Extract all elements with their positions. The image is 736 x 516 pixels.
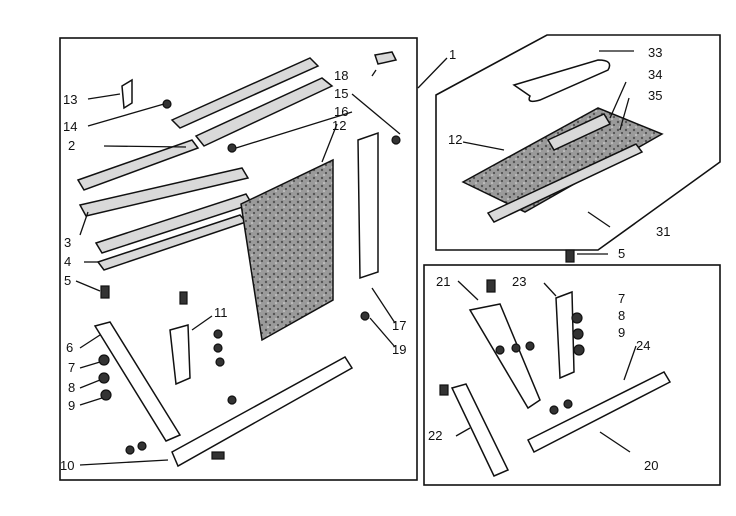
label-part-21: 21 (436, 274, 450, 289)
hardware-nut-b (213, 343, 223, 353)
part-18-block (374, 51, 398, 65)
kit-nut-a (495, 345, 505, 355)
part-7-washer (98, 354, 110, 366)
kit-nut-b (511, 343, 521, 353)
part-10-bottom-rail (171, 356, 354, 468)
kit-nut-e (563, 399, 573, 409)
part-5-bolt (100, 285, 110, 299)
part-35-rail (486, 143, 644, 223)
label-part-24: 24 (636, 338, 650, 353)
part-9-nut (100, 389, 112, 401)
label-part-17: 17 (392, 318, 406, 333)
label-part-9-kit: 9 (618, 325, 625, 340)
part-23-bracket (555, 290, 575, 380)
label-part-34: 34 (648, 67, 662, 82)
part-16-screw (227, 143, 237, 153)
filter-kit-frame (435, 34, 721, 251)
kit-bolt (439, 384, 449, 396)
part-15-screw (391, 135, 401, 145)
hardware-nut-d (227, 395, 237, 405)
part-34-block (546, 113, 612, 151)
part-6-support-arm (93, 321, 182, 442)
label-part-5: 5 (64, 273, 71, 288)
label-part-7-kit: 7 (618, 291, 625, 306)
part-11-bracket (169, 324, 191, 386)
label-part-7: 7 (68, 360, 75, 375)
hardware-kit-frame (423, 264, 721, 486)
label-part-18: 18 (334, 68, 348, 83)
kit-nut-c (525, 341, 535, 351)
label-part-2: 2 (68, 138, 75, 153)
leader-lines (75, 50, 637, 466)
hardware-nut-c (215, 357, 225, 367)
label-part-31: 31 (656, 224, 670, 239)
part-8-washer (98, 372, 110, 384)
part-12-filter-kit (461, 107, 664, 213)
hardware-nut-e (125, 445, 135, 455)
label-part-10: 10 (60, 458, 74, 473)
part-17-side-rail (357, 131, 379, 280)
main-kit-frame (59, 37, 418, 481)
label-part-3: 3 (64, 235, 71, 250)
part-21-bolt (486, 279, 496, 293)
label-part-11: 11 (214, 305, 228, 320)
label-part-33: 33 (648, 45, 662, 60)
label-part-22: 22 (428, 428, 442, 443)
part-13-bracket (121, 78, 133, 110)
part-3-channel (78, 167, 250, 217)
kit-nut-d (549, 405, 559, 415)
label-part-4: 4 (64, 254, 71, 269)
label-part-5-kit: 5 (618, 246, 625, 261)
part-15-channel (194, 77, 334, 147)
label-part-14: 14 (63, 119, 77, 134)
label-part-16: 16 (334, 104, 348, 119)
label-part-1: 1 (449, 47, 456, 62)
part-24-rail (526, 371, 672, 454)
part-2-seal (76, 139, 200, 191)
part-11-bolt (179, 291, 188, 305)
part-21-bracket (468, 303, 541, 410)
part-33-gasket (512, 59, 611, 103)
label-part-9: 9 (68, 398, 75, 413)
part-10-bolt (211, 451, 225, 460)
label-part-35: 35 (648, 88, 662, 103)
part-top-seal-strip (170, 57, 320, 129)
label-part-23: 23 (512, 274, 526, 289)
label-part-15: 15 (334, 86, 348, 101)
part-12-filter (240, 158, 334, 342)
part-8-washer-kit (572, 328, 584, 340)
label-part-12-kit: 12 (448, 132, 462, 147)
part-14-screw (162, 99, 172, 109)
hardware-nut-a (213, 329, 223, 339)
part-5-bolt-kit (565, 249, 575, 263)
label-part-12: 12 (332, 118, 346, 133)
hardware-nut-f (137, 441, 147, 451)
label-part-19: 19 (392, 342, 406, 357)
label-part-8-kit: 8 (618, 308, 625, 323)
label-part-13: 13 (63, 92, 77, 107)
part-7-washer-kit (571, 312, 583, 324)
part-22-brace (450, 383, 510, 477)
part-19-screw (360, 311, 370, 321)
part-9-nut-kit (573, 344, 585, 356)
label-part-20: 20 (644, 458, 658, 473)
label-part-8: 8 (68, 380, 75, 395)
label-part-6: 6 (66, 340, 73, 355)
